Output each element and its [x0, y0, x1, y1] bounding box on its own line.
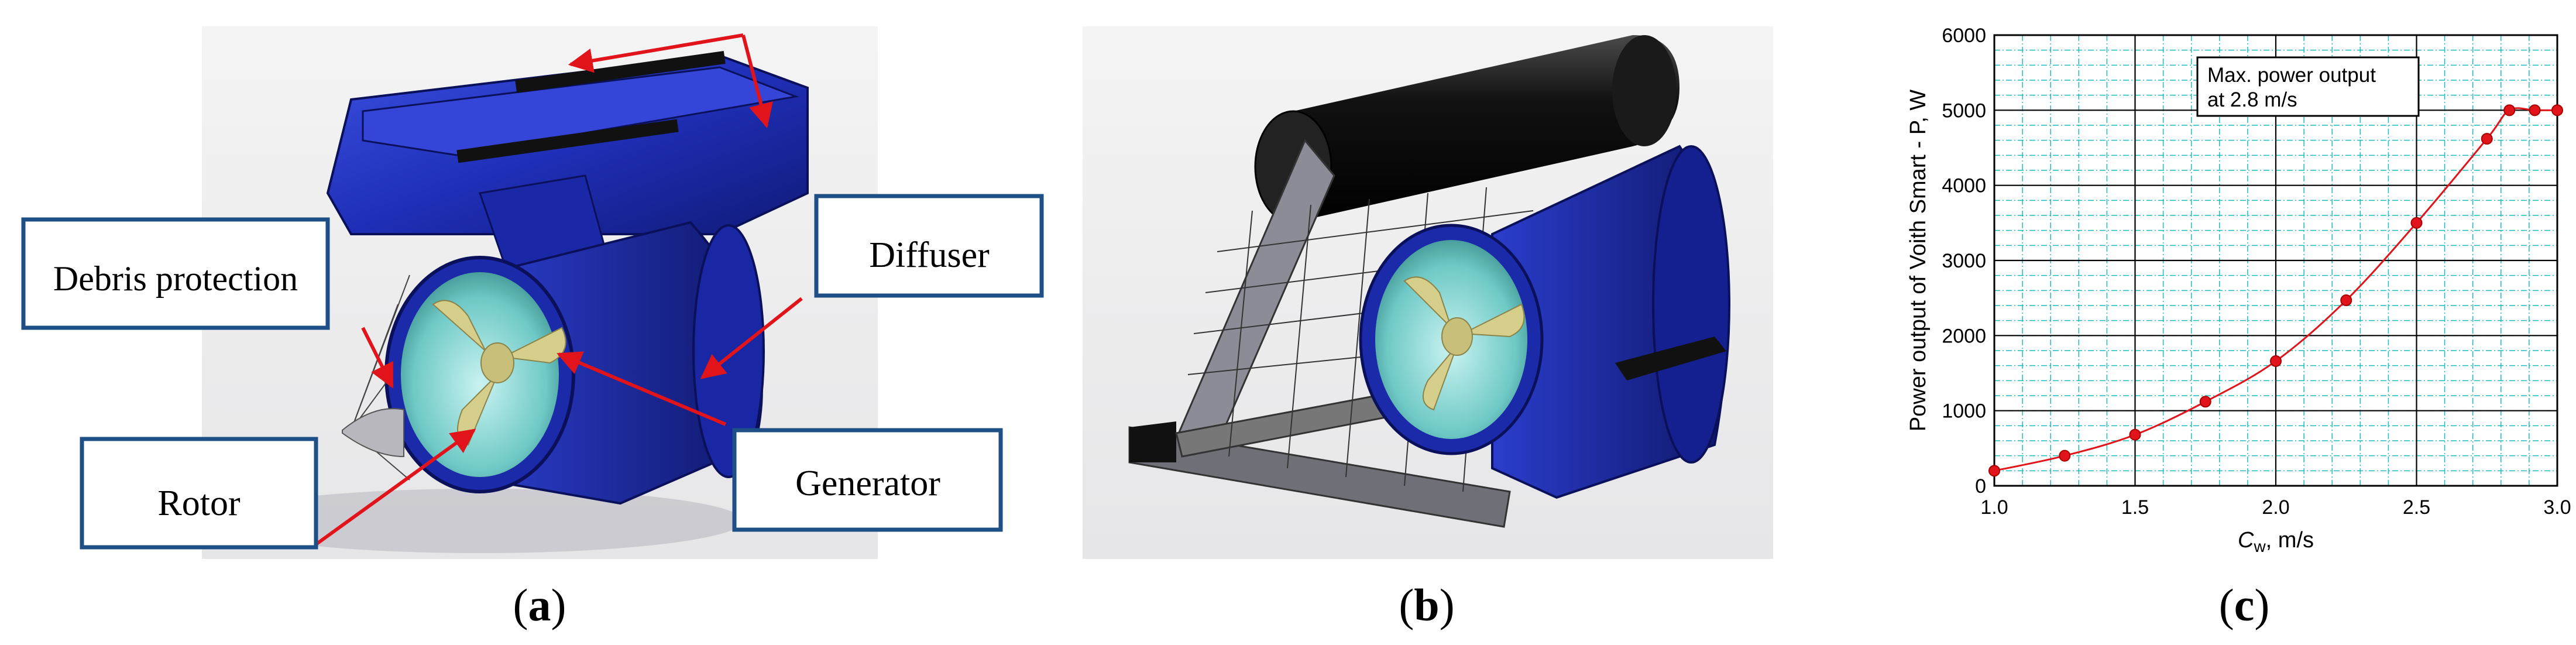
top-pontoon-surface [362, 66, 799, 156]
lower-rail [456, 119, 679, 163]
rotor-blades-b [1403, 276, 1525, 411]
ground-shadow [217, 489, 743, 553]
data-point [2340, 294, 2352, 307]
caption-a-letter: a [528, 579, 551, 630]
upper-rail [515, 51, 726, 93]
diffuser-outlet-b [1652, 145, 1730, 464]
chart-x-tick-labels: 1.0 1.5 2.0 2.5 3.0 [1980, 496, 2571, 519]
x-tick-label: 3.0 [2543, 496, 2571, 519]
power-curve-points [1988, 104, 2563, 477]
data-point [2503, 104, 2516, 116]
x-tick-label: 1.0 [1980, 496, 2008, 519]
x-label-main: C [2238, 528, 2254, 553]
rotor-chamber [401, 272, 559, 477]
data-point [2551, 104, 2563, 116]
side-fin-b [1615, 337, 1726, 380]
data-point [2059, 450, 2071, 462]
label-rotor: Rotor [80, 437, 318, 550]
x-tick-label: 2.5 [2403, 496, 2430, 519]
data-point [2270, 355, 2282, 367]
annotation-line2: at 2.8 m/s [2207, 88, 2297, 111]
panel-c-power-chart: 1.0 1.5 2.0 2.5 3.0 0 1000 2000 3000 4000 5000 600… [1906, 25, 2571, 630]
data-point [1988, 465, 2000, 477]
label-generator: Generator [732, 428, 1003, 532]
y-tick-label: 5000 [1942, 100, 1986, 122]
panel-a-turbine-render: Debris protection Rotor Diffuser Generat… [21, 26, 1044, 630]
x-label-rest: , m/s [2266, 528, 2314, 553]
chart-y-axis-label: Power output of Voith Smart - P, W [1906, 90, 1931, 431]
chart-y-tick-labels: 0 1000 2000 3000 4000 5000 6000 [1942, 25, 1986, 498]
label-generator-text: Generator [795, 464, 940, 503]
x-tick-label: 2.0 [2262, 496, 2289, 519]
label-diffuser-text: Diffuser [869, 235, 990, 275]
caption-a: (a) [513, 579, 566, 630]
data-point [2529, 104, 2541, 116]
panel-b-turbine-render: (b) [1083, 26, 1773, 630]
nose-cone [342, 408, 404, 458]
data-point [2199, 396, 2211, 408]
label-debris-protection: Debris protection [21, 217, 330, 330]
callout-arrows [315, 33, 803, 546]
diffuser-rim [692, 224, 765, 478]
y-tick-label: 0 [1975, 475, 1986, 498]
data-point [2410, 217, 2423, 229]
caption-c: (c) [2219, 579, 2270, 630]
label-rotor-text: Rotor [157, 483, 241, 523]
caption-c-letter: c [2234, 579, 2255, 630]
y-tick-label: 2000 [1942, 325, 1986, 347]
chart-annotation-box: Max. power output at 2.8 m/s [2196, 56, 2420, 117]
caption-b-letter: b [1414, 579, 1439, 630]
label-diffuser: Diffuser [814, 194, 1044, 298]
y-tick-label: 6000 [1942, 25, 1986, 47]
y-tick-label: 1000 [1942, 400, 1986, 423]
x-label-sub: w [2253, 537, 2266, 555]
data-point [2129, 428, 2141, 441]
annotation-line1: Max. power output [2207, 64, 2376, 87]
data-point [2481, 133, 2493, 145]
label-debris-text: Debris protection [53, 259, 298, 298]
y-tick-label: 4000 [1942, 175, 1986, 197]
y-tick-label: 3000 [1942, 250, 1986, 272]
plot-frame [1993, 34, 2558, 487]
caption-b: (b) [1399, 579, 1454, 630]
x-tick-label: 1.5 [2121, 496, 2149, 519]
chart-x-axis-label: Cw, m/s [2238, 528, 2314, 555]
rotor-blades [432, 300, 566, 446]
